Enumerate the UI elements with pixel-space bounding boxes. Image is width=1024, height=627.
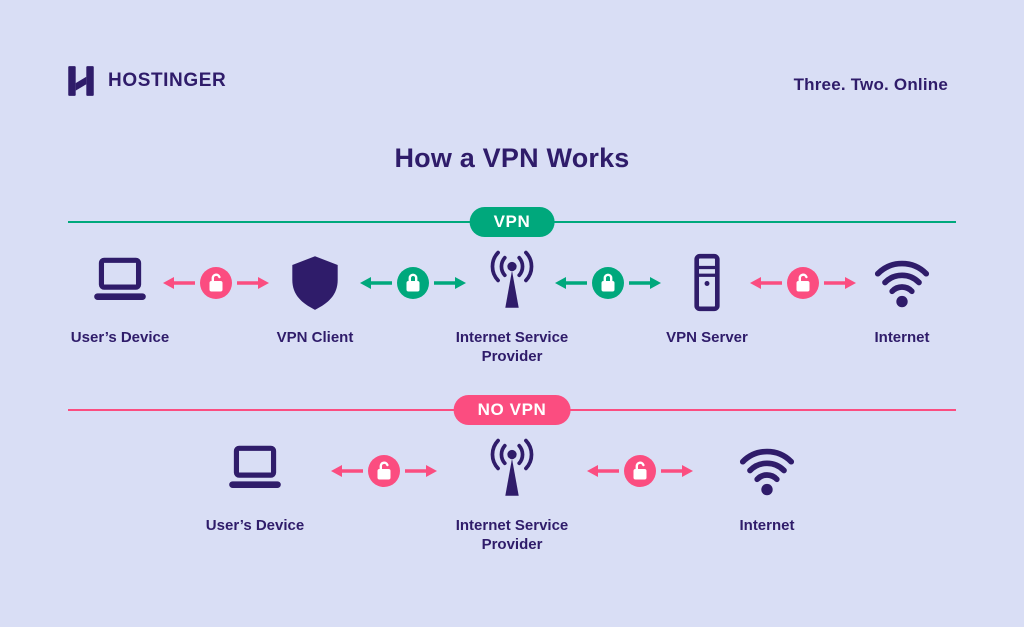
connector-pink-unlocked <box>748 263 858 303</box>
locked-padlock-icon <box>601 281 615 292</box>
arrow-right-icon <box>258 277 269 289</box>
node-label: Internet <box>739 517 795 534</box>
connector-teal-locked <box>553 263 663 303</box>
tagline: Three. Two. Online <box>793 75 948 94</box>
connector-teal-locked <box>358 263 468 303</box>
node-label: VPN Server <box>666 329 748 346</box>
node-label: Internet <box>874 329 930 346</box>
unlocked-padlock-icon <box>209 281 223 292</box>
node-label: Internet Service Provider <box>455 517 569 553</box>
connector-pink-unlocked <box>585 451 695 491</box>
broadcast-antenna-icon <box>490 438 534 496</box>
arrow-left-icon <box>750 277 761 289</box>
node-label: VPN Client <box>276 329 354 346</box>
node-vpn-client: VPN Client <box>230 250 400 348</box>
arrow-left-icon <box>163 277 174 289</box>
logo-text: HOSTINGER <box>108 70 227 91</box>
unlocked-padlock-icon <box>377 469 391 480</box>
arrow-right-icon <box>455 277 466 289</box>
hostinger-h-icon <box>68 66 94 96</box>
wifi-icon <box>874 260 930 308</box>
arrow-left-icon <box>555 277 566 289</box>
node-isp: Internet Service Provider <box>427 438 597 555</box>
arrow-left-icon <box>360 277 371 289</box>
unlocked-padlock-icon <box>633 469 647 480</box>
shield-icon <box>292 256 338 310</box>
connector-pink-unlocked <box>161 263 271 303</box>
node-label: User’s Device <box>205 517 305 534</box>
page-title: How a VPN Works <box>394 143 630 173</box>
node-internet: Internet <box>817 250 987 348</box>
arrow-right-icon <box>682 465 693 477</box>
broadcast-antenna-icon <box>490 250 534 308</box>
arrow-right-icon <box>845 277 856 289</box>
arrow-left-icon <box>587 465 598 477</box>
unlocked-padlock-icon <box>796 281 810 292</box>
connector-pink-unlocked <box>329 451 439 491</box>
node-users-device: User’s Device <box>170 438 340 536</box>
server-icon <box>694 253 720 312</box>
node-vpn-server: VPN Server <box>622 250 792 348</box>
hostinger-logo: HOSTINGER <box>64 64 226 98</box>
node-isp: Internet Service Provider <box>427 250 597 367</box>
laptop-icon <box>229 445 281 489</box>
node-label: User’s Device <box>70 329 170 346</box>
vpn-badge: VPN <box>469 207 555 237</box>
locked-padlock-icon <box>406 281 420 292</box>
arrow-right-icon <box>650 277 661 289</box>
arrow-right-icon <box>426 465 437 477</box>
node-label: Internet Service Provider <box>455 329 569 365</box>
node-internet: Internet <box>682 438 852 536</box>
node-users-device: User’s Device <box>35 250 205 348</box>
arrow-left-icon <box>331 465 342 477</box>
wifi-icon <box>739 448 795 496</box>
laptop-icon <box>94 257 146 301</box>
no-vpn-badge: NO VPN <box>453 395 571 425</box>
